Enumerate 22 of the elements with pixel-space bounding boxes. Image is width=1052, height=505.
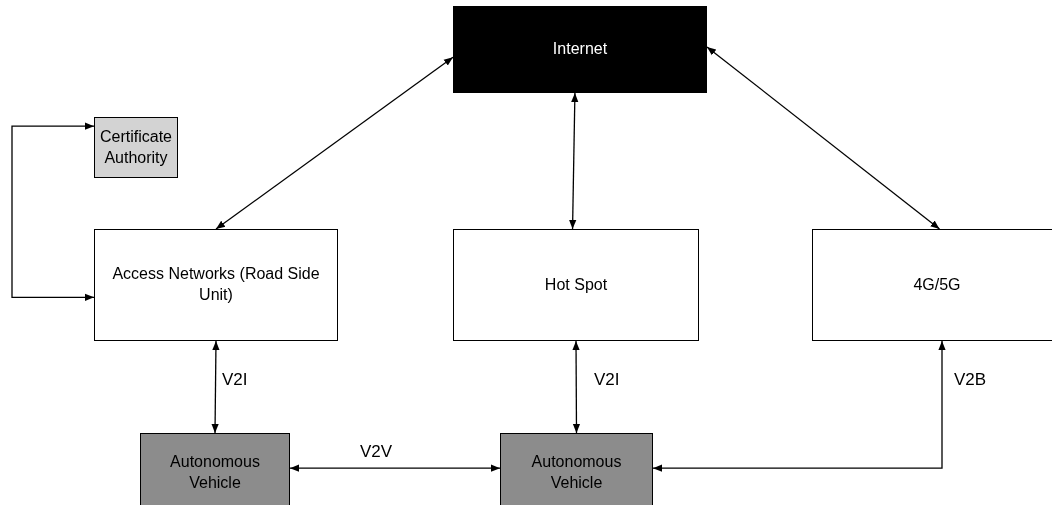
- connector-arrow: [211, 340, 220, 434]
- connector-arrow: [569, 92, 579, 230]
- connector-arrow: [215, 56, 454, 230]
- vehicle-box: [140, 433, 290, 505]
- cellular-box: [812, 229, 1052, 341]
- network-box: [94, 229, 338, 341]
- node-label: Certificate Authority: [100, 126, 172, 168]
- node-label: Autonomous Vehicle: [530, 452, 623, 493]
- authority-box: [94, 117, 178, 178]
- node-label: Internet: [552, 39, 608, 60]
- node-label: 4G/5G: [913, 274, 961, 295]
- connector-arrow: [289, 464, 501, 472]
- connector-arrow: [706, 46, 941, 230]
- vehicle-box: [500, 433, 653, 505]
- connector-arrow: [652, 340, 946, 472]
- internet-box: [453, 6, 707, 93]
- node-label: Autonomous Vehicle: [169, 452, 261, 493]
- connector-arrow: [11, 122, 95, 301]
- node-label: Hot Spot: [544, 274, 608, 295]
- connector-arrow: [572, 340, 581, 434]
- node-label: Access Networks (Road Side Unit): [111, 264, 321, 305]
- hotspot-box: [453, 229, 699, 341]
